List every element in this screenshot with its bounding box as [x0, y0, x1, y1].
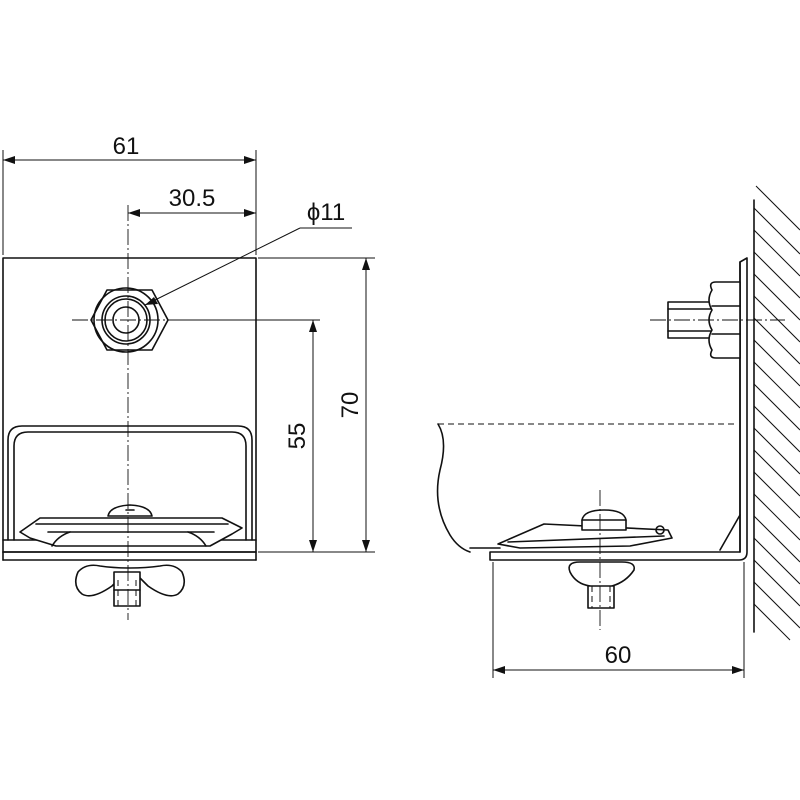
wing-nut [74, 564, 186, 607]
clamp-plate [19, 504, 243, 547]
side-view [436, 185, 800, 641]
dim-bolt-height-label: 55 [284, 423, 311, 450]
side-dimensions: 60 [492, 562, 745, 678]
angle-bracket [489, 257, 748, 561]
wall-hatching [753, 185, 800, 641]
front-dimensions: 61 30.5 ϕ11 55 70 [3, 133, 370, 552]
dim-width-total-label: 61 [113, 133, 140, 160]
front-view [2, 150, 375, 620]
side-wing-nut [568, 561, 636, 609]
dim-bolt-offset-label: 30.5 [169, 185, 216, 212]
side-clamp-plate [497, 509, 673, 549]
dim-hole-diameter-label: ϕ11 [307, 199, 345, 226]
cutout-window [7, 425, 253, 541]
dim-depth-label: 60 [605, 642, 632, 669]
rail-profile [436, 423, 736, 553]
dim-height-total-label: 70 [337, 392, 364, 419]
